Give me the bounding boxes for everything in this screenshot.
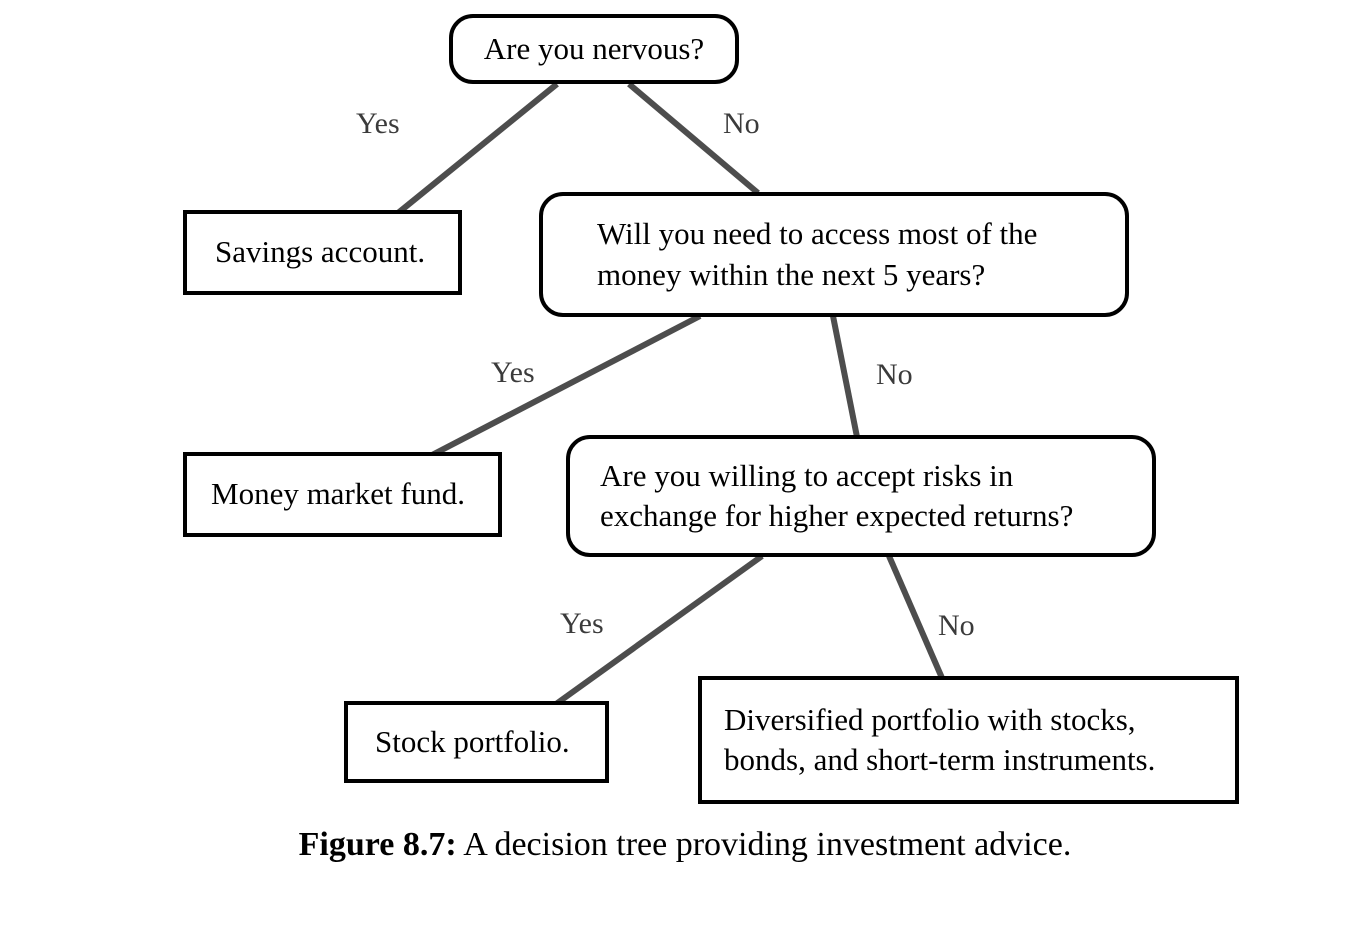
decision-node-access-money-5-years[interactable]: Will you need to access most of the mone… — [539, 192, 1129, 317]
edge-root-to-savings — [396, 81, 559, 216]
leaf-savings-text: Savings account. — [215, 234, 426, 270]
leaf-node-diversified-portfolio[interactable]: Diversified portfolio with stocks, bonds… — [698, 676, 1239, 804]
leaf-diversified-text: Diversified portfolio with stocks, bonds… — [724, 701, 1156, 777]
edge-risk-to-diversified — [886, 554, 945, 680]
leaf-node-money-market-fund[interactable]: Money market fund. — [183, 452, 502, 537]
edge-label-access-no: No — [876, 358, 913, 391]
edge-label-root-no: No — [723, 107, 760, 140]
edge-label-root-yes: Yes — [356, 107, 400, 140]
figure-caption-text: A decision tree providing investment adv… — [456, 826, 1072, 863]
node-risk-text: Are you willing to accept risks in excha… — [600, 457, 1074, 533]
leaf-money-market-text: Money market fund. — [211, 476, 465, 512]
node-access-text: Will you need to access most of the mone… — [597, 216, 1038, 292]
leaf-node-stock-portfolio[interactable]: Stock portfolio. — [344, 701, 609, 783]
edge-access-to-risk — [830, 315, 860, 438]
figure-caption: Figure 8.7: A decision tree providing in… — [0, 826, 1370, 864]
leaf-node-savings-account[interactable]: Savings account. — [183, 210, 462, 295]
node-root-text: Are you nervous? — [483, 30, 705, 66]
edge-label-risk-yes: Yes — [560, 607, 604, 640]
figure-caption-label: Figure 8.7: — [298, 826, 457, 863]
edge-label-access-yes: Yes — [491, 356, 535, 389]
leaf-stock-text: Stock portfolio. — [375, 723, 570, 759]
decision-node-are-you-nervous[interactable]: Are you nervous? — [449, 14, 739, 84]
edge-label-risk-no: No — [938, 609, 975, 642]
decision-node-accept-risks[interactable]: Are you willing to accept risks in excha… — [566, 435, 1156, 557]
